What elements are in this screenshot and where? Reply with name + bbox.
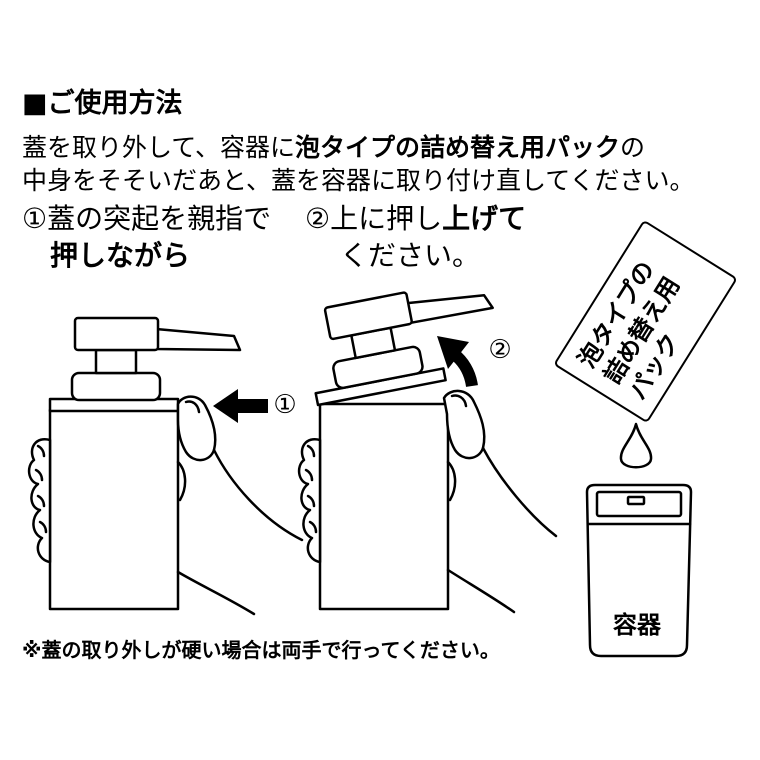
arrow-1-label: ① — [273, 390, 297, 420]
left-bottle-pump-head — [73, 316, 160, 352]
step-2-number: ② — [305, 202, 331, 235]
intro-line-1-product: 泡タイプの詰め替え用パック — [295, 133, 621, 162]
container — [585, 483, 693, 658]
left-bottle-spout — [154, 327, 242, 352]
left-bottle — [27, 316, 304, 616]
right-bottle-pump-head — [323, 291, 413, 341]
intro-line-2: 中身をそそいだあと、蓋を容器に取り付け直してください。 — [22, 166, 695, 195]
step-1-line-1: ①蓋の突起を親指で — [22, 204, 271, 233]
left-bottle-neck — [94, 348, 138, 375]
step-1-text: 蓋の突起を親指で — [47, 202, 272, 235]
caution-note: ※蓋の取り外しが硬い場合は両手で行ってください。 — [22, 638, 500, 662]
right-bottle-body — [318, 402, 450, 611]
intro-line-1-prefix: 蓋を取り外して、容器に — [22, 133, 296, 162]
step-2-line-2: ください。 — [340, 239, 481, 272]
left-bottle-finger-nails — [34, 444, 48, 534]
right-bottle-hand-outline — [446, 446, 558, 614]
right-bottle-finger-nails — [304, 444, 318, 534]
left-bottle-collar — [70, 371, 162, 402]
step-1-number: ① — [22, 202, 48, 235]
arrow-2-label: ② — [488, 335, 512, 365]
right-bottle-thumb-nail — [450, 394, 468, 408]
container-tab — [626, 495, 646, 506]
intro-line-1-suffix: の — [620, 133, 646, 162]
container-body — [585, 483, 693, 658]
drop-icon — [619, 422, 653, 469]
right-bottle-left-hand-fingers — [297, 437, 322, 564]
step-2-text: 上に押し — [330, 202, 443, 235]
arrow-up-curved-icon — [437, 336, 478, 388]
step-2-line-1: ②上に押し上げて — [305, 204, 526, 233]
right-bottle-spout — [404, 294, 494, 325]
left-bottle-hand-outline — [176, 448, 304, 616]
intro-line-1: 蓋を取り外して、容器に泡タイプの詰め替え用パックの — [22, 135, 645, 161]
right-bottle-lifted-cap — [314, 291, 494, 407]
step-1-line-2: 押しながら — [50, 239, 191, 272]
step-2-text-bold: 上げて — [442, 202, 527, 235]
section-heading: ■ご使用方法 — [22, 88, 183, 119]
left-bottle-body — [48, 408, 180, 611]
arrow-left-icon — [213, 389, 268, 423]
left-bottle-thumb-nail — [184, 400, 201, 414]
left-bottle-left-hand-fingers — [27, 437, 52, 564]
container-label: 容器 — [613, 611, 661, 639]
right-bottle — [297, 291, 558, 614]
